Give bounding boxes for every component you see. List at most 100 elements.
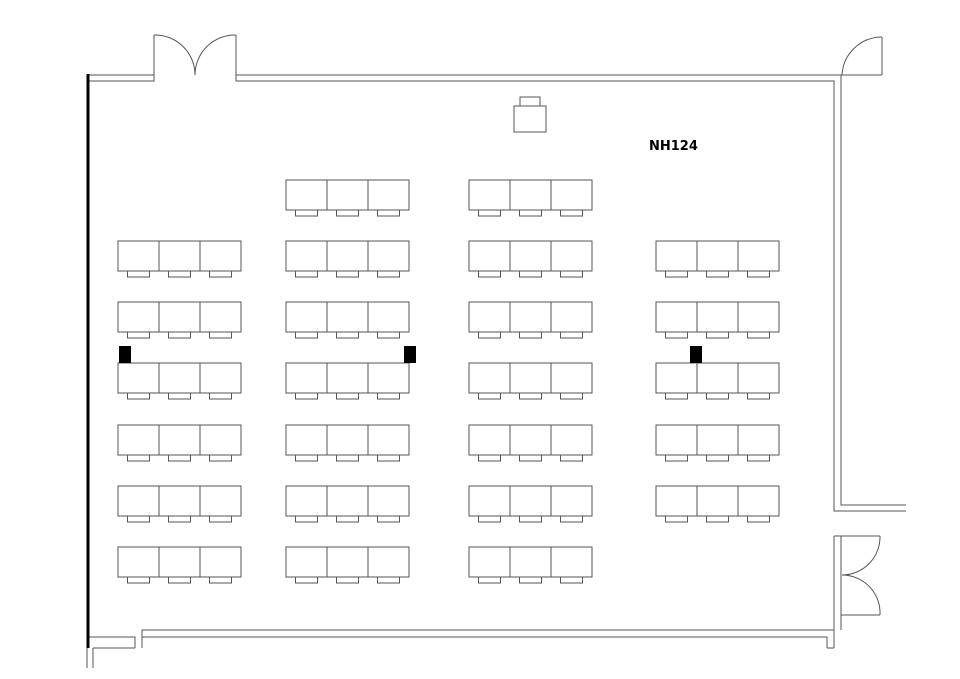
desk (285, 546, 328, 578)
chair (295, 209, 318, 217)
chair (168, 515, 191, 523)
chair (665, 515, 688, 523)
floor-boxes (119, 346, 702, 363)
chair (665, 454, 688, 462)
desk (468, 485, 511, 517)
corner-door[interactable] (841, 36, 883, 76)
chair (295, 454, 318, 462)
chair (747, 392, 770, 400)
chair (519, 392, 542, 400)
chair (336, 576, 359, 584)
desk (737, 301, 780, 333)
desk (326, 179, 369, 211)
chair (478, 454, 501, 462)
desk-group-center-left-row-1 (285, 179, 410, 217)
desk (285, 179, 328, 211)
desk (158, 362, 201, 394)
chair (519, 515, 542, 523)
desk (367, 240, 410, 272)
desk (696, 362, 739, 394)
desk (158, 546, 201, 578)
chair (127, 576, 150, 584)
desk-group-center-right-row-4 (468, 362, 593, 400)
desk-group-left-row-4 (117, 362, 242, 400)
desk (285, 362, 328, 394)
chair (747, 270, 770, 278)
desk-group-center-right-row-3 (468, 301, 593, 339)
desk (737, 424, 780, 456)
desk (655, 240, 698, 272)
desk (158, 485, 201, 517)
chair (295, 576, 318, 584)
chair (295, 270, 318, 278)
desk (509, 546, 552, 578)
chair (665, 270, 688, 278)
desk (117, 301, 160, 333)
desk (737, 485, 780, 517)
chair (209, 392, 232, 400)
desk-group-left-row-7 (117, 546, 242, 584)
chair (127, 331, 150, 339)
desk (655, 485, 698, 517)
chair (127, 270, 150, 278)
chair (168, 454, 191, 462)
chair (209, 454, 232, 462)
desk-group-center-left-row-3 (285, 301, 410, 339)
chair (706, 454, 729, 462)
desk (655, 424, 698, 456)
desk (326, 546, 369, 578)
chair (336, 270, 359, 278)
desk (117, 485, 160, 517)
desk (696, 424, 739, 456)
chair (519, 454, 542, 462)
desk (285, 424, 328, 456)
desk-group-center-left-row-5 (285, 424, 410, 462)
desk (550, 240, 593, 272)
desk (655, 301, 698, 333)
chair (377, 576, 400, 584)
desk (326, 424, 369, 456)
desk (285, 485, 328, 517)
desk (696, 301, 739, 333)
chair (377, 209, 400, 217)
chair (665, 331, 688, 339)
desk (117, 546, 160, 578)
desk (550, 485, 593, 517)
desk-group-center-left-row-4 (285, 362, 410, 400)
chair (706, 331, 729, 339)
desk (550, 362, 593, 394)
desk (550, 546, 593, 578)
lectern (513, 96, 547, 133)
floor-box (404, 346, 416, 363)
desk (199, 362, 242, 394)
desk (468, 546, 511, 578)
desk (326, 362, 369, 394)
chair (706, 515, 729, 523)
chair (478, 331, 501, 339)
desk-group-right-row-4 (655, 362, 780, 400)
chair (560, 454, 583, 462)
chair (209, 331, 232, 339)
desk-group-center-right-row-7 (468, 546, 593, 584)
desk (468, 179, 511, 211)
desk (285, 301, 328, 333)
desk (367, 301, 410, 333)
entrance-door-right[interactable] (841, 535, 881, 616)
chair (747, 331, 770, 339)
desk (509, 362, 552, 394)
seating-area (117, 179, 780, 584)
chair (168, 392, 191, 400)
desk (509, 179, 552, 211)
room-walls (86, 74, 906, 668)
entrance-door-top[interactable] (153, 34, 237, 76)
desk (468, 362, 511, 394)
chair (127, 392, 150, 400)
chair (478, 270, 501, 278)
desk-group-right-row-5 (655, 424, 780, 462)
chair (560, 392, 583, 400)
chair (127, 454, 150, 462)
desk (158, 424, 201, 456)
chair (665, 392, 688, 400)
chair (560, 576, 583, 584)
